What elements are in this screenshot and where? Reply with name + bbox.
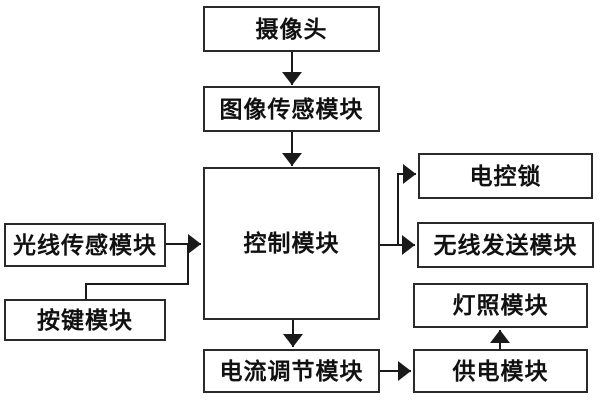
box-image-sensor-label: 图像传感模块: [219, 96, 364, 122]
box-electric-lock: 电控锁: [418, 153, 593, 199]
box-image-sensor: 图像传感模块: [203, 86, 380, 132]
box-control-label: 控制模块: [243, 231, 340, 256]
edge-control-to-electric-lock: [397, 164, 416, 245]
box-wireless-send-label: 无线发送模块: [433, 232, 578, 258]
box-power-supply-label: 供电模块: [452, 358, 549, 384]
box-current-regulation-label: 电流调节模块: [219, 358, 364, 384]
box-camera-label: 摄像头: [255, 16, 328, 42]
box-light-sensor-label: 光线传感模块: [13, 232, 157, 258]
box-control: 控制模块: [203, 167, 380, 320]
edge-key-button-to-control: [85, 245, 189, 299]
box-key-button: 按键模块: [4, 299, 166, 341]
box-current-regulation: 电流调节模块: [203, 349, 380, 393]
box-power-supply: 供电模块: [413, 349, 588, 393]
box-lighting: 灯照模块: [413, 283, 588, 328]
box-wireless-send: 无线发送模块: [417, 222, 594, 268]
box-key-button-label: 按键模块: [37, 307, 133, 333]
box-camera: 摄像头: [203, 6, 380, 52]
box-lighting-label: 灯照模块: [452, 293, 549, 318]
box-electric-lock-label: 电控锁: [469, 163, 542, 189]
box-light-sensor: 光线传感模块: [4, 223, 166, 267]
